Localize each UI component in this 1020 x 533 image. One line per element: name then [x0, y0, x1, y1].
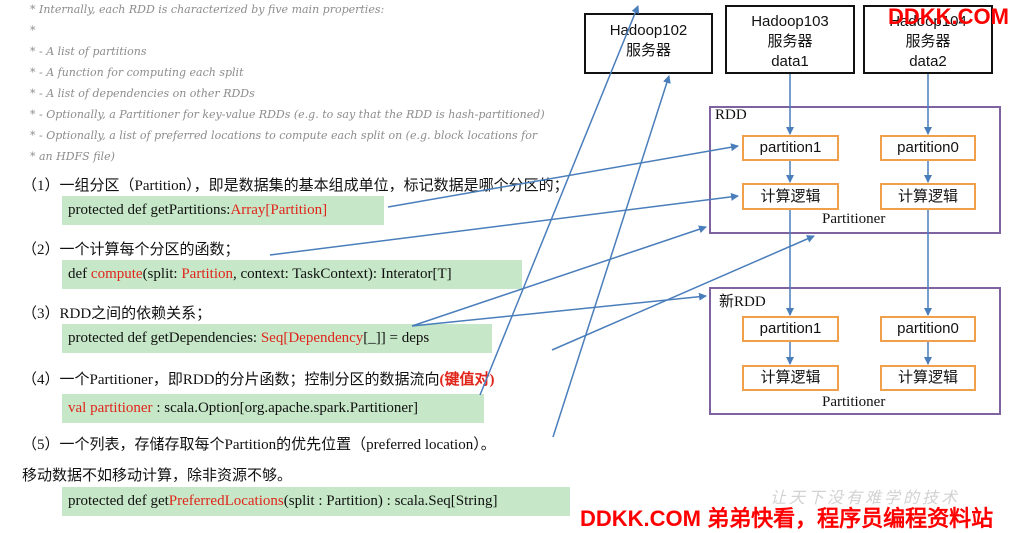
- code-text: : scala.Option[org.apache.spark.Partitio…: [152, 400, 419, 416]
- server-name: Hadoop104: [889, 13, 967, 30]
- server-name: Hadoop103: [751, 13, 829, 30]
- watermark-top: DDKK.COM: [888, 4, 1009, 29]
- code-highlight: compute: [90, 266, 143, 282]
- code-text: (split : Partition) : scala.Seq[String]: [283, 493, 498, 509]
- code-get-preferred-locations: protected def getPreferredLocations(spli…: [62, 487, 570, 516]
- item-text: （4）一个Partitioner，即RDD的分片函数；控制分区的数据流向: [22, 372, 440, 388]
- code-text: def: [68, 266, 91, 282]
- doc-comment-line: * - A list of partitions: [30, 45, 147, 58]
- doc-comment-line: * - Optionally, a Partitioner for key-va…: [30, 108, 545, 121]
- code-text: (split:: [142, 266, 182, 282]
- partitioner-label: Partitioner: [822, 211, 886, 227]
- partitioner-label: Partitioner: [822, 394, 886, 410]
- server-hadoop102: Hadoop102 服务器: [584, 13, 713, 74]
- code-highlight: Array[Partition]: [230, 202, 328, 218]
- compute-logic-box: 计算逻辑: [880, 365, 976, 391]
- arrow: [479, 5, 640, 396]
- code-highlight: Seq[Dependency: [260, 330, 364, 346]
- arrow: [551, 235, 815, 351]
- item-highlight: (键值对): [439, 372, 495, 388]
- item-dependencies: （3）RDD之间的依赖关系；: [22, 306, 212, 322]
- rdd-label: RDD: [715, 107, 747, 123]
- code-text: protected def get: [68, 493, 169, 509]
- code-text: protected def getDependencies:: [68, 330, 261, 346]
- server-hadoop103: Hadoop103 服务器 data1: [725, 5, 855, 74]
- item-partitions: （1）一组分区（Partition），即是数据集的基本组成单位，标记数据是哪个分…: [22, 178, 569, 194]
- doc-comment-line: * - Optionally, a list of preferred loca…: [30, 129, 538, 142]
- rdd-container: [709, 106, 1001, 234]
- watermark-bottom: DDKK.COM 弟弟快看，程序员编程资料站: [580, 506, 994, 531]
- code-get-dependencies: protected def getDependencies: Seq[Depen…: [62, 324, 492, 353]
- rdd-label: 新RDD: [719, 294, 766, 310]
- code-get-partitions: protected def getPartitions:Array[Partit…: [62, 196, 384, 225]
- code-highlight: PreferredLocations: [168, 493, 284, 509]
- partition-box: partition0: [880, 316, 976, 342]
- server-data: data1: [771, 53, 809, 70]
- code-text: [_]] = deps: [363, 330, 430, 346]
- arrow: [411, 225, 707, 327]
- server-type: 服务器: [767, 33, 813, 50]
- doc-comment-line: *: [30, 24, 36, 37]
- watermark-faint: 让天下没有难学的技术: [770, 490, 961, 507]
- item-partitioner: （4）一个Partitioner，即RDD的分片函数；控制分区的数据流向(键值对…: [22, 368, 495, 389]
- partition-box: partition1: [742, 316, 839, 342]
- compute-logic-box: 计算逻辑: [742, 365, 839, 391]
- doc-comment-line: * Internally, each RDD is characterized …: [30, 3, 385, 16]
- code-text: , context: TaskContext): Interator[T]: [233, 266, 452, 282]
- partition-box: partition0: [880, 135, 976, 161]
- item-compute: （2）一个计算每个分区的函数；: [22, 242, 240, 258]
- doc-comment-line: * - A list of dependencies on other RDDs: [30, 87, 255, 100]
- new-rdd-container: [709, 287, 1001, 415]
- partition-box: partition1: [742, 135, 839, 161]
- code-highlight: val partitioner: [68, 400, 153, 416]
- server-type: 服务器: [625, 42, 671, 59]
- arrow: [552, 75, 671, 438]
- compute-logic-box: 计算逻辑: [742, 183, 839, 210]
- arrow: [387, 143, 739, 208]
- arrow: [411, 292, 707, 327]
- doc-comment-line: * - A function for computing each split: [30, 66, 244, 79]
- doc-comment-line: * an HDFS file): [30, 150, 115, 163]
- arrow: [269, 192, 739, 256]
- server-data: data2: [909, 53, 947, 70]
- server-type: 服务器: [905, 33, 951, 50]
- code-compute: def compute(split: Partition, context: T…: [62, 260, 522, 289]
- code-highlight: Partition: [181, 266, 233, 282]
- compute-logic-box: 计算逻辑: [880, 183, 976, 210]
- note-move-computation: 移动数据不如移动计算，除非资源不够。: [22, 468, 293, 484]
- code-partitioner: val partitioner : scala.Option[org.apach…: [62, 394, 484, 423]
- code-text: protected def getPartitions:: [68, 202, 231, 218]
- item-preferred-locations: （5）一个列表，存储存取每个Partition的优先位置（preferred l…: [22, 437, 496, 453]
- server-hadoop104: Hadoop104 服务器 data2: [863, 5, 993, 74]
